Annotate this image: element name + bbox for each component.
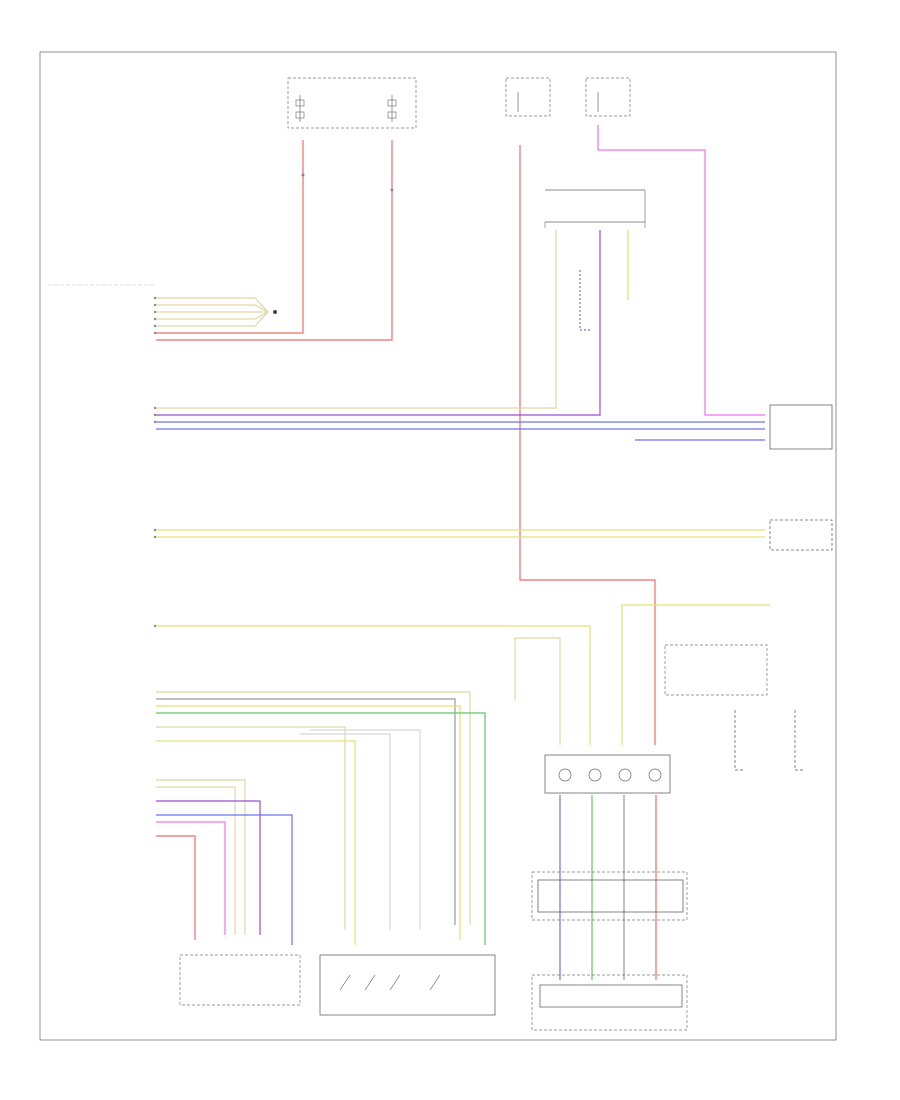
red-power-wires	[156, 140, 656, 745]
connector-pins	[153, 296, 157, 628]
control-module-lower	[531, 974, 688, 1031]
pedal-switch-contacts	[339, 974, 441, 991]
lower-fuse-block	[544, 754, 671, 794]
control-module-upper-inner	[537, 879, 684, 913]
right-module-2	[769, 519, 833, 551]
control-module-upper	[531, 871, 688, 921]
transfer-case-switch	[179, 954, 301, 1006]
pink-wire	[597, 125, 765, 416]
mid-wires	[156, 230, 765, 441]
control-module-lower-inner	[539, 984, 683, 1008]
lower-yellow-wires	[156, 604, 770, 745]
fuse-box-right-1	[505, 77, 551, 117]
tan-ground-wires	[156, 297, 277, 327]
transfer-case-wires	[156, 779, 293, 945]
pedal-position-sensor	[319, 954, 496, 1016]
diagram-frame	[39, 51, 837, 1041]
fuse-box-left	[287, 77, 417, 129]
relay-module	[544, 189, 646, 228]
fuse-box-right-2	[585, 77, 631, 117]
right-side-components	[734, 710, 805, 771]
can-bus-wires	[156, 529, 765, 538]
right-dash-box	[664, 644, 768, 696]
pedal-wires	[156, 691, 486, 945]
right-module-1	[769, 404, 833, 450]
module-wires	[559, 795, 657, 980]
